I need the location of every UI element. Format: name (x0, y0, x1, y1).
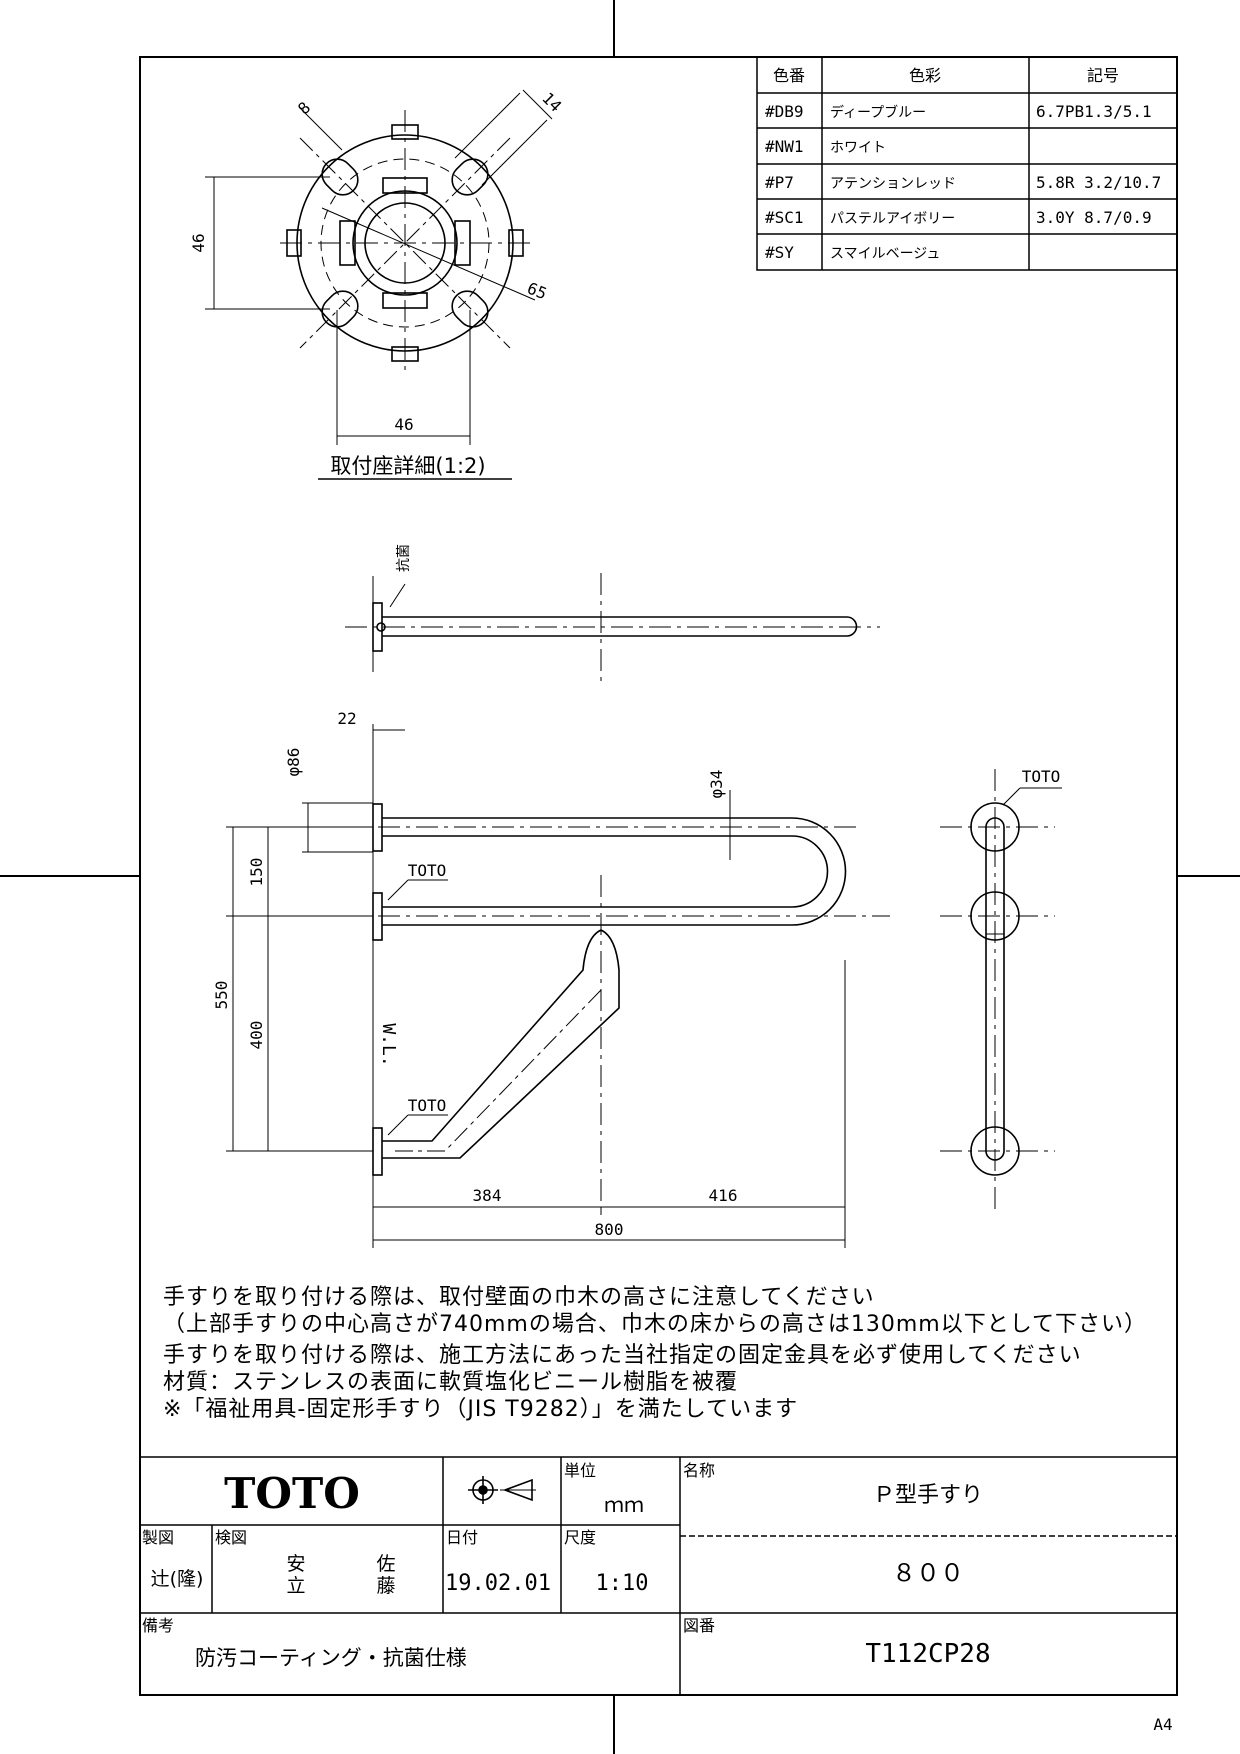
row-symbol: 3.0Y 8.7/0.9 (1036, 208, 1152, 227)
unit-label: 単位 (564, 1461, 596, 1480)
dim-800: 800 (595, 1220, 624, 1239)
checked-label: 検図 (215, 1528, 247, 1547)
top-view (345, 573, 880, 685)
remarks-label: 備考 (142, 1616, 174, 1635)
front-view (226, 724, 890, 1248)
header-color-code: 色番 (773, 66, 805, 85)
row-code: #P7 (765, 173, 794, 192)
row-code: #DB9 (765, 102, 804, 121)
scale-label: 尺度 (564, 1528, 596, 1547)
unit-value: ｍｍ (604, 1493, 644, 1517)
checker-1-bottom: 立 (286, 1575, 305, 1597)
checker-2-top: 佐 (376, 1553, 395, 1575)
drawing-number-label: 図番 (683, 1616, 715, 1635)
side-toto-mark: TOTO (1022, 767, 1061, 786)
notes: 手すりを取り付ける際は、取付壁面の巾木の高さに注意してください （上部手すりの中… (163, 1284, 1163, 1423)
toto-logo: TOTO (224, 1469, 360, 1518)
dim-416: 416 (709, 1186, 738, 1205)
mounting-plate-dims: 46 46 8 14 65 取付座詳細(1:2) (189, 89, 565, 480)
detail-caption: 取付座詳細(1:2) (330, 454, 485, 478)
note-line: 手すりを取り付ける際は、取付壁面の巾木の高さに注意してください (163, 1285, 875, 1310)
drawn-label: 製図 (142, 1528, 174, 1547)
note-line: 材質：ステンレスの表面に軟質塩化ビニール樹脂を被覆 (163, 1370, 739, 1395)
front-view-dims: 22 φ86 φ34 150 550 400 384 416 800 W.L. … (212, 709, 737, 1239)
row-color: ディープブルー (830, 104, 926, 121)
row-code: #NW1 (765, 137, 804, 156)
dim-14: 14 (538, 89, 565, 116)
header-symbol: 記号 (1087, 66, 1119, 85)
antibacterial-label: 抗菌 (396, 544, 412, 572)
dim-400: 400 (247, 1021, 266, 1050)
drawn-by: 辻(隆) (151, 1568, 204, 1590)
dim-150: 150 (247, 858, 266, 887)
toto-mark-lower: TOTO (408, 1096, 447, 1115)
row-symbol: 6.7PB1.3/5.1 (1036, 102, 1152, 121)
remarks-value: 防汚コーティング・抗菌仕様 (195, 1646, 467, 1670)
dim-phi34: φ34 (707, 770, 726, 799)
header-color-name: 色彩 (909, 66, 941, 85)
projection-symbol (468, 1476, 536, 1504)
row-color: ホワイト (830, 140, 886, 156)
paper-size: A4 (1153, 1715, 1172, 1734)
dim-8: 8 (294, 98, 314, 118)
date-label: 日付 (446, 1528, 478, 1547)
row-color: パステルアイボリー (830, 211, 955, 227)
row-symbol: 5.8R 3.2/10.7 (1036, 173, 1161, 192)
dim-phi86: φ86 (284, 748, 303, 777)
scale-value: 1:10 (596, 1571, 649, 1596)
checker-2-bottom: 藤 (376, 1575, 395, 1597)
dim-46-vertical: 46 (189, 233, 208, 252)
drawing-number: T112CP28 (865, 1639, 990, 1669)
row-code: #SC1 (765, 208, 804, 227)
date-value: 19.02.01 (445, 1571, 551, 1596)
color-table (756, 56, 1178, 271)
row-code: #SY (765, 243, 794, 262)
dim-384: 384 (473, 1186, 502, 1205)
checker-1-top: 安 (286, 1553, 305, 1575)
product-size: ８００ (892, 1559, 964, 1587)
dim-550: 550 (212, 981, 231, 1010)
side-view (940, 769, 1062, 1212)
water-level-label: W.L. (378, 1023, 399, 1066)
note-line: 手すりを取り付ける際は、施工方法にあった当社指定の固定金具を必ず使用してください (163, 1343, 1082, 1368)
title-block (140, 1456, 1177, 1695)
dim-65: 65 (525, 278, 550, 303)
note-line: ※「福祉用具-固定形手すり（JIS T9282）」を満たしています (163, 1397, 799, 1422)
row-color: スマイルベージュ (830, 246, 940, 262)
dim-46-horizontal: 46 (394, 415, 413, 434)
toto-mark-upper: TOTO (408, 861, 447, 880)
row-color: アテンションレッド (830, 176, 956, 192)
color-table-text: 色番 色彩 記号 #DB9 ディープブルー 6.7PB1.3/5.1 #NW1 … (765, 66, 1161, 262)
product-name: Ｐ型手すり (873, 1483, 983, 1508)
note-line: （上部手すりの中心高さが740mmの場合、巾木の床からの高さは130mm以下とし… (163, 1312, 1148, 1337)
title-block-text: TOTO 単位 ｍｍ 名称 Ｐ型手すり ８００ 製図 辻(隆) 検図 安 立 佐… (142, 1461, 991, 1670)
name-label: 名称 (683, 1461, 715, 1480)
dim-22: 22 (337, 709, 356, 728)
mounting-plate-detail (205, 89, 553, 445)
